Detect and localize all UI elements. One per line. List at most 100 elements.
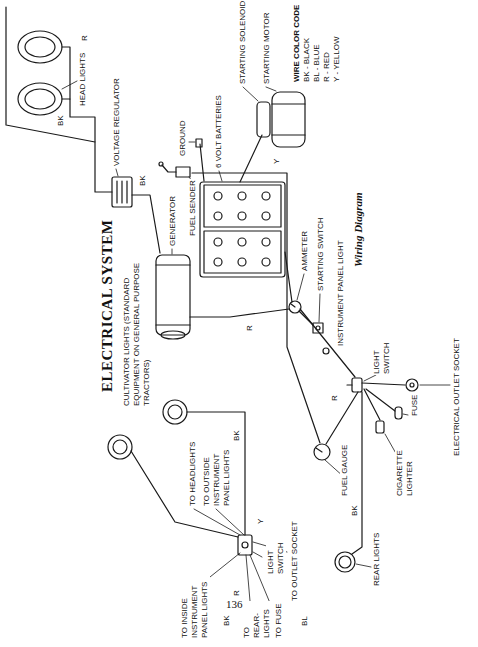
head-lights — [18, 83, 62, 115]
part-label: GROUND — [178, 119, 188, 157]
light-switch — [352, 378, 362, 392]
part-label: STARTING SOLENOID — [238, 0, 248, 85]
fuel-sender — [159, 162, 163, 166]
part-label: STARTING SWITCH — [316, 217, 326, 292]
light-switch — [347, 378, 362, 392]
wires — [285, 252, 292, 302]
leader-lines — [297, 274, 304, 300]
starting-solenoid — [257, 102, 270, 137]
ammeter — [291, 304, 295, 307]
leader-lines — [319, 294, 320, 322]
cultivator-switch — [242, 542, 248, 548]
wire-color-code: R — [232, 589, 242, 597]
head-lights — [25, 89, 55, 109]
legend: WIRE COLOR CODEBK - BLACKBL - BLUER - RE… — [292, 5, 342, 82]
part-label: CIGARETTE LIGHTER — [395, 440, 415, 497]
batteries — [238, 238, 246, 246]
leader-lines — [266, 87, 276, 91]
outlet-socket — [406, 379, 418, 391]
batteries — [238, 212, 246, 220]
part-label: STARTING MOTOR — [262, 11, 272, 85]
legend-entry: Y - YELLOW — [332, 5, 342, 82]
fuel-sender — [159, 162, 190, 177]
fuel-sender — [162, 165, 176, 172]
generator — [161, 331, 185, 339]
batteries — [200, 182, 285, 277]
light-switch — [347, 384, 352, 385]
part-label: FUEL SENDER — [188, 179, 198, 237]
batteries — [204, 231, 281, 273]
leader-lines — [219, 171, 222, 181]
leader-lines — [194, 509, 240, 535]
part-label: HEAD LIGHTS — [78, 52, 88, 107]
batteries — [200, 182, 285, 277]
page-number: 136 — [226, 598, 243, 611]
part-label: ELECTRICAL OUTLET SOCKET — [452, 337, 462, 457]
part-label: FUEL GAUGE — [340, 444, 350, 497]
starting-solenoid — [257, 102, 270, 137]
wire-color-code: BK — [56, 114, 66, 127]
ground-clamp — [200, 144, 204, 181]
wires — [132, 195, 160, 253]
fuel-gauge — [316, 448, 322, 452]
part-label: GENERATOR — [168, 195, 178, 247]
leader-lines — [189, 142, 195, 143]
batteries — [262, 238, 270, 246]
batteries — [204, 185, 281, 227]
starting-motor — [272, 92, 305, 147]
leader-lines — [62, 81, 77, 89]
wires — [192, 173, 320, 443]
head-lights — [25, 37, 55, 57]
rear-light — [335, 552, 355, 572]
outlet-socket — [410, 383, 414, 387]
caption: Wiring Diagram — [352, 193, 365, 267]
wire-color-code: BL — [300, 615, 310, 627]
fuse — [395, 407, 402, 419]
instrument-panel-light — [323, 348, 329, 354]
batteries — [238, 258, 246, 266]
part-label: FUSE — [410, 394, 420, 417]
part-label: LIGHT SWITCH — [372, 339, 392, 375]
wires — [366, 389, 395, 411]
batteries — [262, 258, 270, 266]
wires — [187, 412, 245, 535]
legend-entry: R - RED — [322, 5, 332, 82]
leader-lines — [172, 249, 173, 254]
title: ELECTRICAL SYSTEM — [99, 220, 116, 392]
wires — [326, 392, 358, 444]
batteries — [214, 212, 222, 220]
ground-clamp — [196, 139, 204, 181]
wire-color-code: BK — [350, 504, 360, 517]
legend-entry: BL - BLUE — [312, 5, 322, 82]
hood-outline — [6, 7, 95, 142]
leader-lines — [420, 385, 450, 386]
leader-lines — [403, 414, 408, 415]
part-label: TO OUTSIDE INSTRUMENT PANEL LIGHTS — [202, 443, 232, 507]
wire-color-code: R — [80, 34, 90, 42]
batteries — [262, 212, 270, 220]
wires — [240, 135, 262, 182]
outlet-socket — [406, 379, 418, 391]
voltage-regulator — [112, 177, 132, 207]
voltage-regulator — [117, 181, 127, 203]
part-label: REAR LIGHTS — [372, 532, 382, 587]
part-label: TO REAR- LIGHTS — [242, 601, 272, 639]
leader-lines — [243, 87, 258, 101]
voltage-regulator — [112, 177, 132, 207]
head-lights — [18, 31, 62, 115]
leader-lines — [246, 555, 250, 601]
cultivator-lights — [163, 400, 187, 424]
leader-lines — [216, 509, 244, 535]
wires — [62, 47, 70, 99]
head-lights — [18, 31, 62, 63]
wires — [62, 99, 112, 192]
leader-lines — [253, 552, 262, 557]
part-label: VOLTAGE REGULATOR — [112, 77, 122, 167]
generator — [156, 255, 190, 335]
batteries — [214, 192, 222, 200]
leader-lines — [205, 553, 240, 581]
generator — [156, 255, 190, 339]
fuel-gauge — [314, 444, 330, 460]
